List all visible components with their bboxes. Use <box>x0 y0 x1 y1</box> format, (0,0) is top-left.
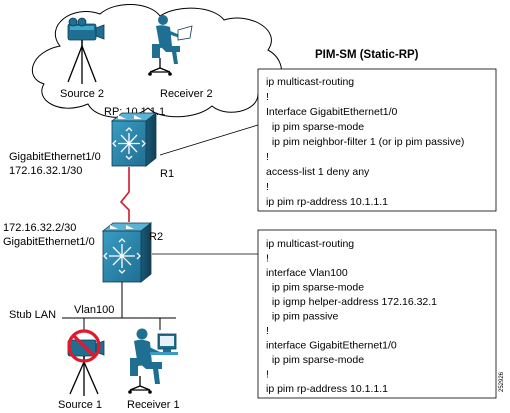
config-r1-line: access-list 1 deny any <box>266 166 370 178</box>
r2-config-callout: ip multicast-routing! interface Vlan100 i… <box>152 229 497 399</box>
figure-id: 252926 <box>499 371 505 392</box>
config-r2-line: ip pim passive <box>266 311 339 323</box>
r2-interface-ip: 172.16.32.2/30 <box>3 222 76 234</box>
config-r1-line: ip pim rp-address 10.1.1.1 <box>266 196 388 208</box>
config-r1-line: ip multicast-routing <box>266 76 354 88</box>
source-2-label: Source 2 <box>60 88 104 100</box>
config-r2-line: ip pim rp-address 10.1.1.1 <box>266 383 388 395</box>
config-r1-line: ! <box>266 181 269 193</box>
config-r2-line: ! <box>266 369 269 381</box>
config-r2-line: ! <box>266 325 269 337</box>
receiver-user-icon <box>148 15 193 76</box>
receiver-2-label: Receiver 2 <box>160 88 213 100</box>
config-r1-line: ip pim sparse-mode <box>266 121 364 133</box>
source-1-label: Source 1 <box>58 399 102 411</box>
r1-interface-ip: 172.16.32.1/30 <box>9 165 82 177</box>
r1-interface-name: GigabitEthernet1/0 <box>9 151 101 163</box>
diagram-title: PIM-SM (Static-RP) <box>315 49 419 61</box>
prohibited-icon <box>67 329 101 363</box>
router-r2-name: R2 <box>149 231 163 243</box>
desktop-user-icon <box>128 328 178 394</box>
config-r2-line: ip pim sparse-mode <box>266 354 364 366</box>
config-r2-line: ! <box>266 253 269 265</box>
config-r2-line: ip pim sparse-mode <box>266 282 364 294</box>
config-r1-line: Interface GigabitEthernet1/0 <box>266 106 397 118</box>
receiver-1-label: Receiver 1 <box>127 399 180 411</box>
serial-link <box>119 167 130 222</box>
config-r1-line: ! <box>266 151 269 163</box>
stub-lan-segment <box>62 282 176 332</box>
config-r1-line: ip pim neighbor-filter 1 (or ip pim pass… <box>266 136 464 148</box>
router-r1-name: R1 <box>160 168 174 180</box>
router-r1-icon <box>110 112 158 167</box>
r1-config-callout: ip multicast-routing! Interface GigabitEt… <box>159 68 497 212</box>
vlan-label: Vlan100 <box>74 304 114 316</box>
stub-lan-label: Stub LAN <box>9 309 56 321</box>
config-r1-line: ! <box>266 91 269 103</box>
config-r2-line: ip multicast-routing <box>266 238 354 250</box>
router-r2-icon <box>101 222 153 283</box>
config-r2-line: ip igmp helper-address 172.16.32.1 <box>266 296 437 308</box>
video-camera-icon <box>67 17 105 84</box>
config-r2-line: interface GigabitEthernet1/0 <box>266 340 397 352</box>
config-r2-line: interface Vlan100 <box>266 267 348 279</box>
r2-interface-name: GigabitEthernet1/0 <box>3 236 95 248</box>
